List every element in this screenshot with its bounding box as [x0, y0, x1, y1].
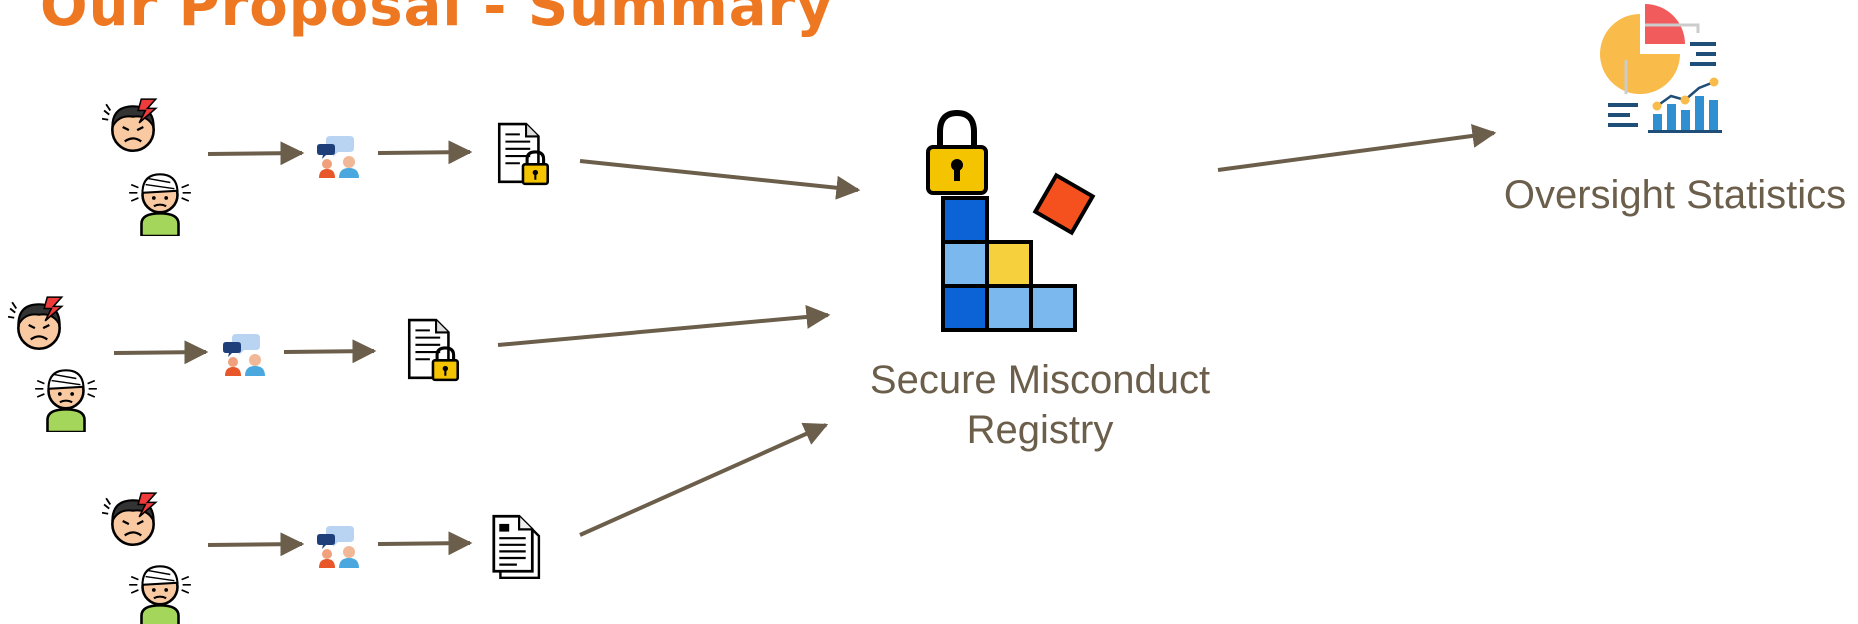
row-1 — [102, 97, 861, 236]
arrow — [579, 159, 861, 200]
registry-label: Secure Misconduct Registry — [820, 355, 1260, 455]
conversation-icon — [223, 334, 265, 376]
arrow — [497, 305, 831, 347]
injured-person-icon — [127, 172, 193, 236]
injured-person-icon — [127, 564, 193, 624]
padlock-icon — [926, 109, 988, 195]
arrow — [207, 141, 305, 166]
locked-document-icon — [497, 122, 550, 186]
arrow — [579, 422, 829, 537]
row-3 — [102, 422, 829, 624]
registry-label-line1: Secure Misconduct — [869, 358, 1211, 402]
document-icon — [492, 514, 541, 580]
stats-label: Oversight Statistics — [1503, 173, 1847, 217]
arrow — [113, 340, 209, 365]
arrow — [1217, 123, 1497, 172]
conversation-icon — [317, 526, 359, 568]
registry-label-line2: Registry — [966, 408, 1114, 452]
locked-document-icon — [407, 318, 460, 382]
data-blocks-icon — [941, 172, 1096, 332]
injured-person-icon — [33, 368, 99, 432]
statistics-icon — [1600, 4, 1722, 133]
arrow — [283, 339, 377, 364]
angry-person-icon — [8, 295, 64, 351]
arrow — [377, 140, 473, 165]
page-title: Our Proposal - Summary — [40, 0, 834, 39]
angry-person-icon — [102, 491, 158, 547]
angry-person-icon — [102, 97, 158, 153]
row-2 — [8, 295, 831, 432]
conversation-icon — [317, 136, 359, 178]
registry-illustration — [926, 109, 1096, 332]
arrow — [377, 531, 473, 556]
arrow — [207, 532, 305, 557]
